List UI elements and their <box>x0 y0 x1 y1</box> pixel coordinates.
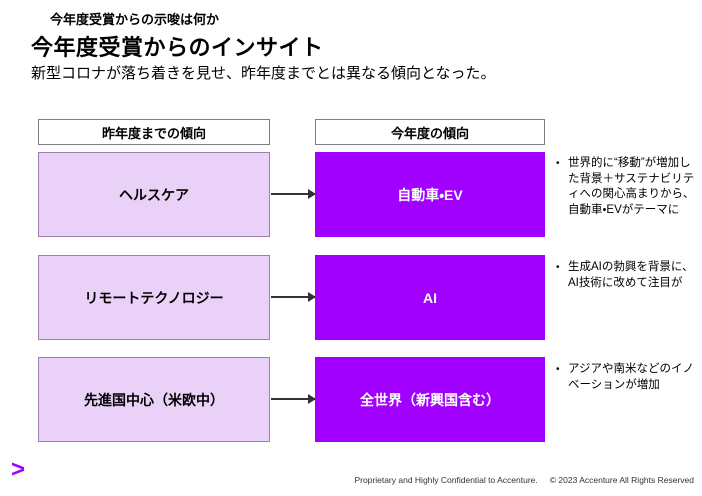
trend-box-last-year-developed-countries: 先進国中心（米欧中） <box>38 357 270 442</box>
note-item: • 世界的に“移動”が増加した背景＋サステナビリティへの関心高まりから、自動車・… <box>556 156 700 218</box>
note-text: アジアや南米などのイノベーションが増加 <box>568 363 695 391</box>
column-header-this-year: 今年度の傾向 <box>315 119 545 145</box>
note-text: 世界的に“移動”が増加した背景＋サステナビリティへの関心高まりから、自動車・EV… <box>568 157 695 216</box>
bullet-icon: • <box>556 158 560 169</box>
trend-box-last-year-remote-technology: リモートテクノロジー <box>38 255 270 340</box>
slide-subtitle: 新型コロナが落ち着きを見せ、昨年度までとは異なる傾向となった。 <box>31 65 496 82</box>
arrow-right-icon <box>271 189 316 199</box>
trend-box-this-year-ai: AI <box>315 255 545 340</box>
note-item: • 生成AIの勃興を背景に、AI技術に改めて注目が <box>556 260 700 291</box>
arrow-right-icon <box>271 394 316 404</box>
trend-box-this-year-automotive-ev: 自動車・EV <box>315 152 545 237</box>
trend-box-last-year-healthcare: ヘルスケア <box>38 152 270 237</box>
bullet-icon: • <box>556 364 560 375</box>
note-item: • アジアや南米などのイノベーションが増加 <box>556 362 700 393</box>
accenture-logo: > <box>11 456 26 483</box>
copyright-text: © 2023 Accenture All Rights Reserved <box>549 475 694 485</box>
trend-box-this-year-worldwide: 全世界（新興国含む） <box>315 357 545 442</box>
column-header-last-year: 昨年度までの傾向 <box>38 119 270 145</box>
note-text: 生成AIの勃興を背景に、AI技術に改めて注目が <box>568 261 694 289</box>
bullet-icon: • <box>556 262 560 273</box>
arrow-right-icon <box>271 292 316 302</box>
slide-kicker: 今年度受賞からの示唆は何か <box>50 12 220 27</box>
footer: Proprietary and Highly Confidential to A… <box>354 475 694 485</box>
page-title: 今年度受賞からのインサイト <box>31 35 324 60</box>
confidentiality-text: Proprietary and Highly Confidential to A… <box>354 475 538 485</box>
